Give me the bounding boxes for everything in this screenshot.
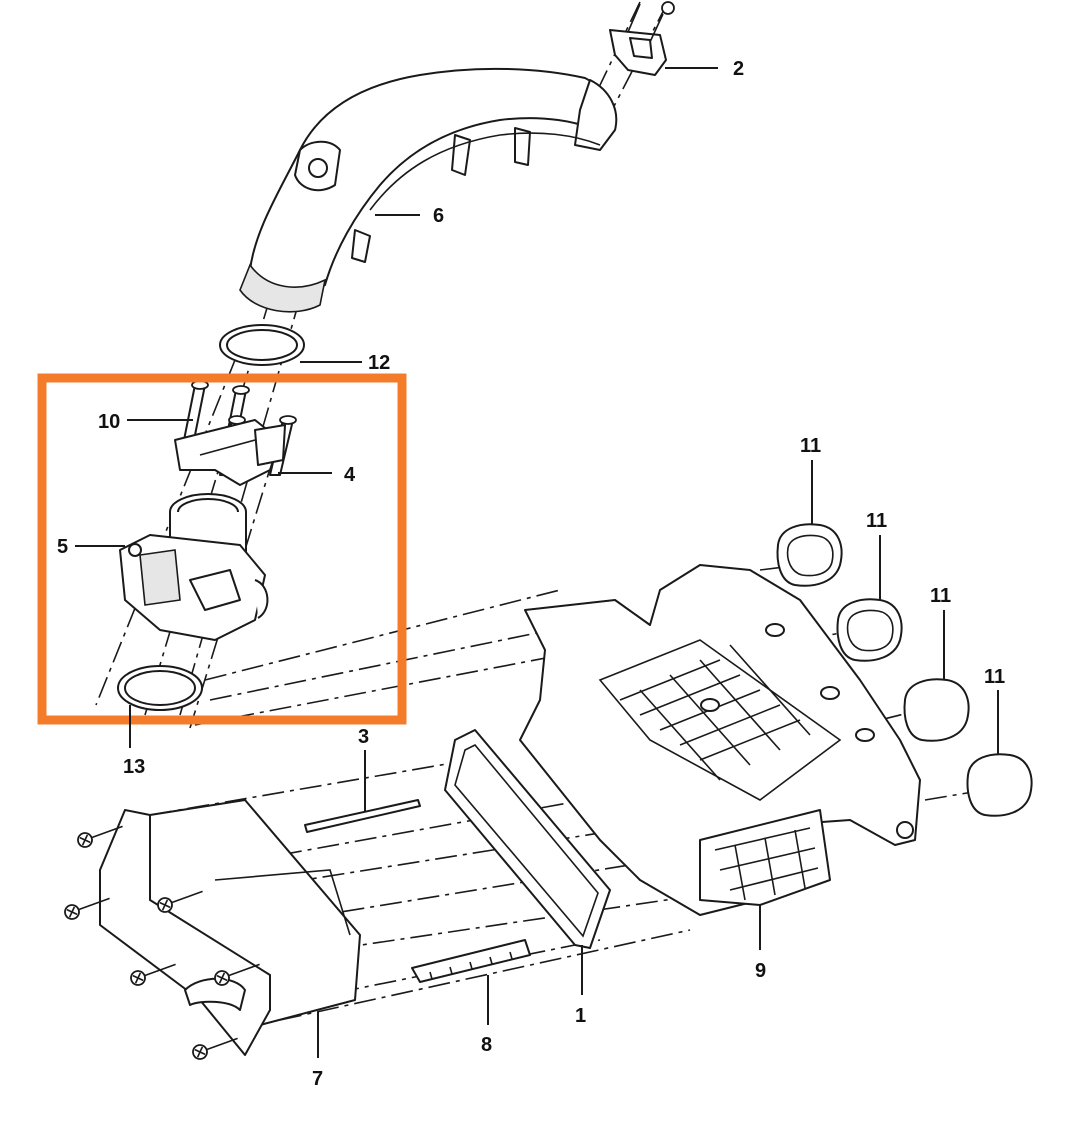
end-cover-part-7: [99, 799, 361, 1056]
frame-gasket-part-1: [444, 729, 611, 949]
screw: [77, 825, 123, 848]
screw: [192, 1037, 238, 1060]
callout-2: 2: [733, 58, 744, 80]
callout-4: 4: [344, 464, 356, 486]
callout-3: 3: [358, 726, 369, 748]
strip-part-8: [411, 939, 531, 983]
housing-part-9: [519, 564, 921, 916]
intake-pipe-part-6: [239, 67, 618, 313]
callout-13: 13: [123, 756, 145, 778]
leader-lines: [75, 67, 999, 1058]
callout-9: 9: [755, 960, 766, 982]
flange-part-4: [174, 419, 286, 486]
callout-5: 5: [57, 536, 68, 558]
screw: [157, 890, 203, 913]
callout-10: 10: [98, 411, 120, 433]
screws: [64, 825, 260, 1060]
screw: [64, 897, 110, 920]
bracket-part-2: [609, 1, 675, 76]
callout-labels: 2 6 12 10 4 5 13 11 11 11 11 3 9 1 8 7: [57, 58, 1005, 1090]
gasket-11a: [776, 523, 843, 587]
highlight-box: [37, 373, 407, 725]
gaskets-part-11: [776, 523, 1033, 817]
callout-1: 1: [575, 1005, 586, 1027]
callout-11a: 11: [800, 435, 821, 457]
o-ring-part-12: [219, 324, 305, 366]
screw: [130, 963, 176, 986]
callout-12: 12: [368, 352, 390, 374]
o-ring-part-13: [117, 665, 203, 711]
callout-11c: 11: [930, 585, 951, 607]
gasket-11b: [836, 598, 903, 662]
callout-6: 6: [433, 205, 444, 227]
callout-11d: 11: [984, 666, 1005, 688]
screw: [214, 963, 260, 986]
gasket-11c: [903, 678, 970, 742]
callout-7: 7: [312, 1068, 323, 1090]
throttle-body-part-5: [119, 493, 269, 641]
callout-8: 8: [481, 1034, 492, 1056]
callout-11b: 11: [866, 510, 887, 532]
gasket-11d: [966, 753, 1033, 817]
strip-part-3: [304, 799, 421, 833]
